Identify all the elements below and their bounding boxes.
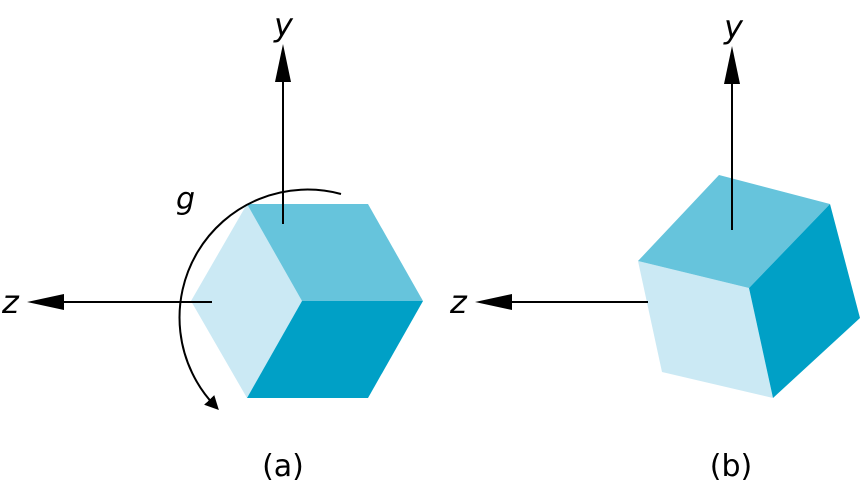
y-axis-b-arrowhead [724,46,740,84]
cube-a [191,204,423,398]
cube-b-face-right [749,204,860,398]
cube-a-face-left [191,204,302,398]
rotation-arc [178,188,342,411]
cube-b-face-top [638,175,830,288]
z-axis-a-label: z [1,283,20,321]
z-axis-b-label: z [449,283,468,321]
z-axis-b-arrowhead [475,294,512,310]
z-axis-a-arrowhead [27,294,64,310]
y-axis-a-arrowhead [275,44,291,82]
cube-b-face-left [638,261,773,398]
cube-b [638,175,860,398]
caption-b: (b) [710,449,752,484]
panel-a: y z g (a) [1,6,423,484]
rotation-label: g [176,182,195,217]
y-axis-a-label: y [273,6,294,44]
panel-b: y z (b) [449,8,860,484]
cube-a-face-top [247,204,423,301]
caption-a: (a) [262,449,304,484]
y-axis-b-label: y [723,8,744,46]
cube-a-face-right [247,301,423,398]
